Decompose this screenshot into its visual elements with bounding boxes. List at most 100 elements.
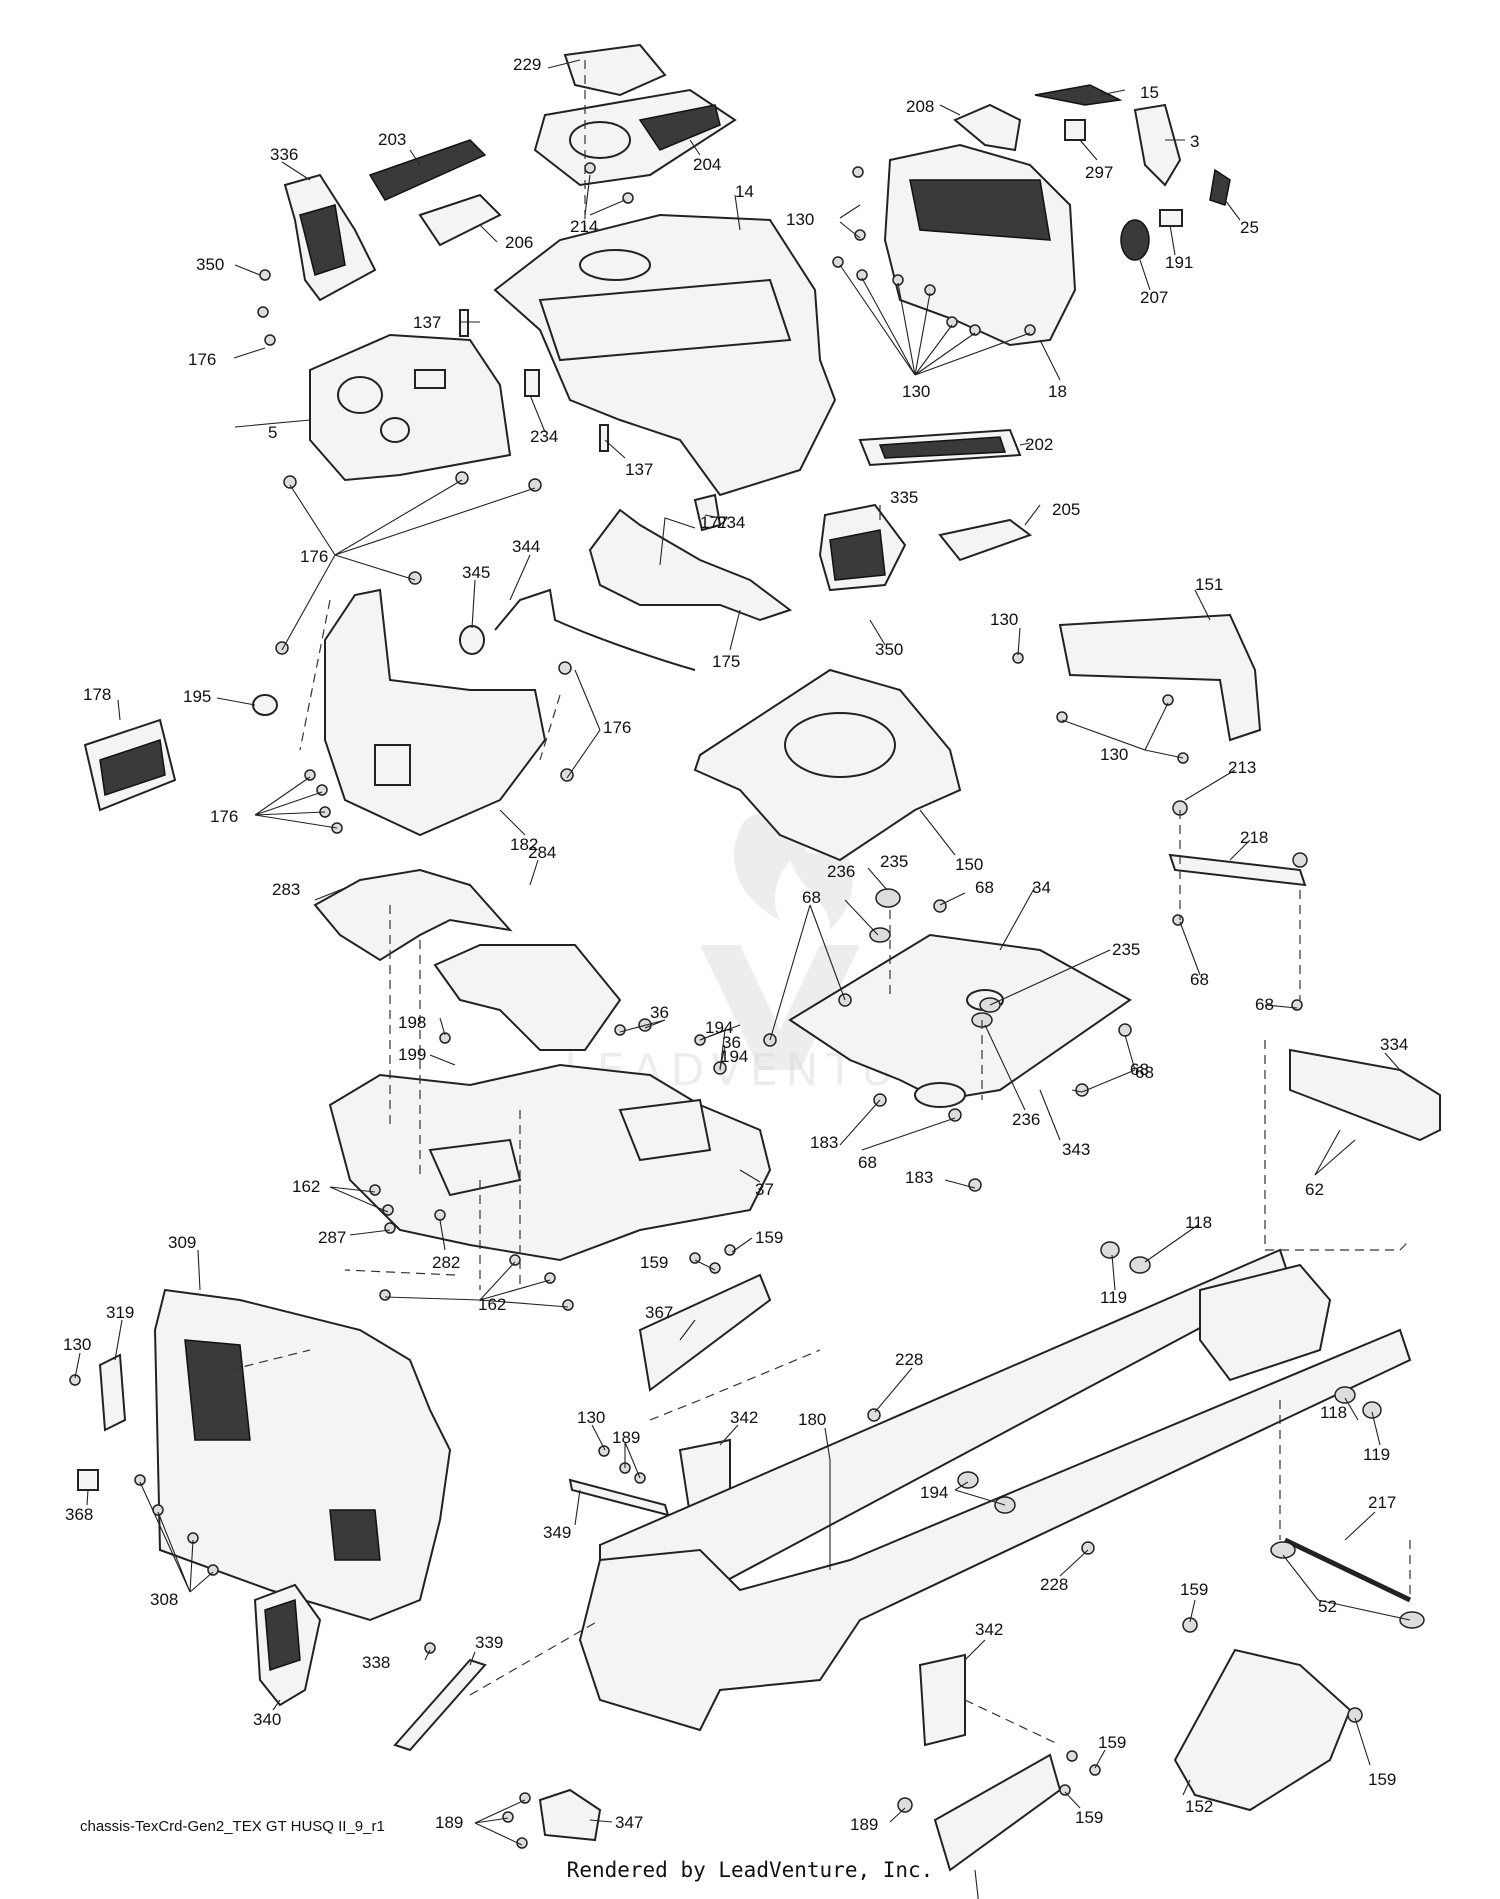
callout: 335 — [890, 488, 918, 507]
callout: 62 — [1305, 1180, 1324, 1199]
callout: 236 — [1012, 1110, 1040, 1129]
callout: 195 — [183, 687, 211, 706]
callout: 344 — [512, 537, 540, 556]
part-235-upper — [875, 888, 901, 908]
callout: 68 — [1190, 970, 1209, 989]
part-206 — [418, 193, 502, 247]
callout: 189 — [612, 1428, 640, 1447]
callout: 176 — [603, 718, 631, 737]
part-195 — [252, 694, 278, 716]
callout: 3 — [1190, 132, 1199, 151]
callout: 176 — [300, 547, 328, 566]
rendered-by-footer: Rendered by LeadVenture, Inc. — [566, 1858, 934, 1882]
callout: 194 — [705, 1018, 733, 1037]
callout: 25 — [1240, 218, 1259, 237]
part-345 — [459, 625, 485, 655]
callout: 36 — [722, 1033, 741, 1052]
callout: 68 — [802, 888, 821, 907]
part-217-rod — [1283, 1537, 1412, 1603]
callout: 207 — [1140, 288, 1168, 307]
part-347 — [538, 1788, 602, 1842]
callout: 218 — [1240, 828, 1268, 847]
callout: 229 — [513, 55, 541, 74]
callout: 137 — [413, 313, 441, 332]
part-366-plate — [933, 1753, 1062, 1872]
callout: 130 — [63, 1335, 91, 1354]
callout: 176 — [188, 350, 216, 369]
part-52-a — [1270, 1541, 1296, 1559]
part-18-front — [883, 143, 1077, 347]
part-25 — [1209, 168, 1231, 206]
callout: 34 — [1032, 878, 1051, 897]
part-151-bracket — [1058, 613, 1262, 742]
callout: 152 — [1185, 1797, 1213, 1816]
callout: 349 — [543, 1523, 571, 1542]
callout: 162 — [292, 1177, 320, 1196]
part-137-upper — [459, 309, 469, 337]
part-334 — [1289, 1048, 1441, 1142]
callout: 150 — [955, 855, 983, 874]
part-15 — [1034, 84, 1123, 106]
callout: 217 — [1368, 1493, 1396, 1512]
callout: 162 — [478, 1295, 506, 1314]
callout: 159 — [1098, 1733, 1126, 1752]
part-309-frame — [153, 1288, 452, 1622]
callout: 234 — [717, 513, 745, 532]
callout: 68 — [1135, 1063, 1154, 1082]
part-118-upper — [1129, 1256, 1151, 1274]
part-234-lower — [693, 493, 722, 532]
callout: 130 — [990, 610, 1018, 629]
callout: 159 — [640, 1253, 668, 1272]
callout: 118 — [1320, 1403, 1347, 1422]
part-342-lower — [918, 1653, 966, 1747]
callout: 119 — [1100, 1288, 1127, 1307]
callout: 338 — [362, 1653, 390, 1672]
callout: 199 — [398, 1045, 426, 1064]
part-344-cable — [494, 588, 696, 671]
part-191 — [1159, 209, 1183, 227]
callout: 194 — [720, 1047, 748, 1066]
callout: 36 — [650, 1003, 669, 1022]
callout: 183 — [810, 1133, 838, 1152]
callout: 68 — [858, 1153, 877, 1172]
callout: 159 — [1075, 1808, 1103, 1827]
callout: 228 — [895, 1350, 923, 1369]
callout: 367 — [645, 1303, 673, 1322]
diagram-caption: chassis-TexCrd-Gen2_TEX GT HUSQ II_9_r1 — [80, 1818, 385, 1835]
callout: 336 — [270, 145, 298, 164]
part-218-bar — [1168, 853, 1307, 887]
callout: 159 — [1180, 1580, 1208, 1599]
callout: 177 — [700, 513, 728, 532]
callout: 350 — [196, 255, 224, 274]
callout: 68 — [1255, 995, 1274, 1014]
callout: 350 — [875, 640, 903, 659]
callout: 347 — [615, 1813, 643, 1832]
callout: 236 — [827, 862, 855, 881]
part-137-lower — [599, 424, 609, 452]
part-14-hood — [493, 213, 837, 497]
callout: 194 — [920, 1483, 948, 1502]
callout: 235 — [1112, 940, 1140, 959]
callout: 15 — [1140, 83, 1159, 102]
callout: 339 — [475, 1633, 503, 1652]
callout: 68 — [1130, 1060, 1149, 1079]
callout: 37 — [755, 1180, 774, 1199]
part-175-bracket — [588, 508, 793, 622]
part-368 — [77, 1469, 99, 1491]
part-205 — [938, 518, 1033, 562]
callout: 206 — [505, 233, 533, 252]
part-297 — [1064, 119, 1086, 141]
part-3 — [1133, 103, 1182, 187]
callout: 5 — [268, 423, 277, 442]
callout: 208 — [906, 97, 934, 116]
callout: 202 — [1025, 435, 1053, 454]
callout: 151 — [1195, 575, 1223, 594]
part-284-panel — [433, 944, 622, 1051]
callout: 189 — [435, 1813, 463, 1832]
callout: 183 — [905, 1168, 933, 1187]
part-52-b — [1399, 1611, 1425, 1629]
callout: 342 — [730, 1408, 758, 1427]
callout: 159 — [1368, 1770, 1396, 1789]
callout: 287 — [318, 1228, 346, 1247]
part-118-lower — [1334, 1386, 1356, 1404]
